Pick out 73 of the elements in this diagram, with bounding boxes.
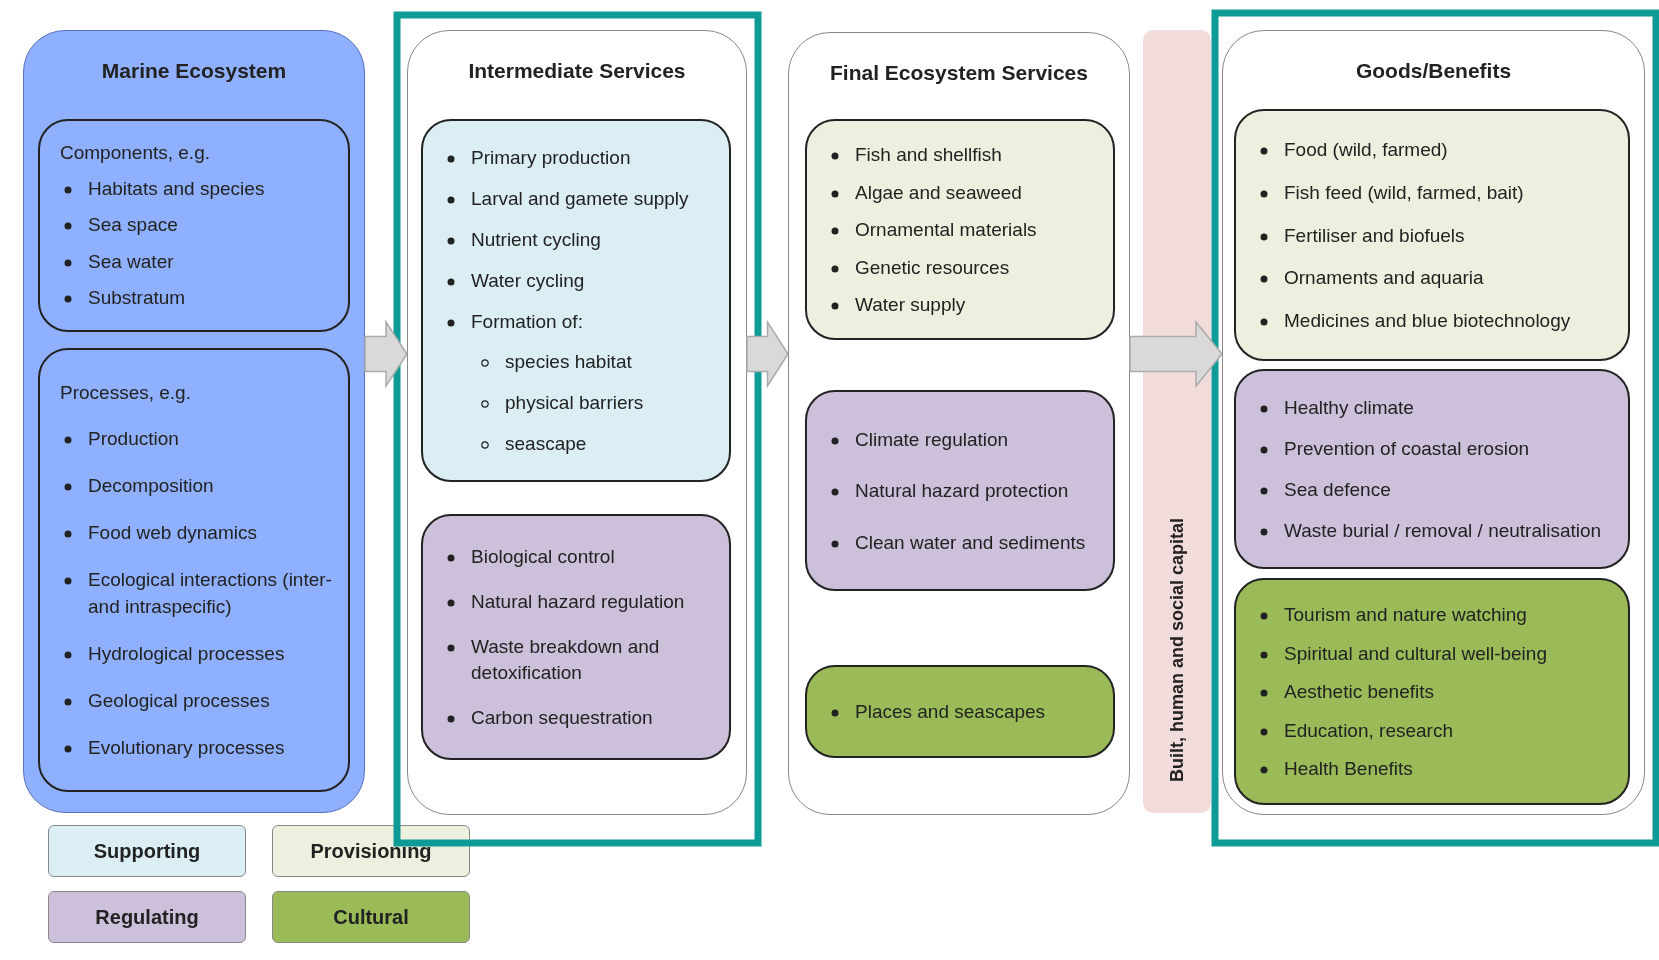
list-item: Waste burial / removal / neutralisation [1284,520,1602,542]
list-item: Climate regulation [855,428,1009,450]
column-heading: Final Ecosystem Services [830,61,1088,85]
list-item: Aesthetic benefits [1284,681,1434,703]
category-box [1234,109,1630,361]
category-box [1234,369,1630,569]
list-item: Biological control [471,546,615,568]
list-item: physical barriers [505,392,644,414]
category-box [805,119,1115,340]
list-item: Habitats and species [88,177,265,199]
list-item: Prevention of coastal erosion [1284,438,1530,460]
list-item: Algae and seaweed [855,181,1022,203]
list-item: Health Benefits [1284,758,1413,780]
list-item: Natural hazard protection [855,480,1069,502]
category-box [805,390,1115,591]
list-item: seascape [505,433,587,455]
list-item: Waste breakdown and detoxification [471,635,660,684]
list-item: Spiritual and cultural well-being [1284,642,1547,664]
list-item: Larval and gamete supply [471,188,689,210]
category-box [421,119,731,482]
list-item: Natural hazard regulation [471,591,685,612]
legend-swatch: Cultural [272,891,470,943]
block-arrow [746,319,789,389]
list-item: Water cycling [471,269,585,291]
column-panel [23,30,365,813]
list-item: Clean water and sediments [855,531,1086,553]
list-item: Fertiliser and biofuels [1284,224,1465,246]
category-box [38,348,350,792]
list-item: Education, research [1284,719,1453,741]
list-item: Evolutionary processes [88,736,285,758]
list-item: Decomposition [88,474,214,496]
list-item: Fish feed (wild, farmed, bait) [1284,181,1524,203]
list-item: Places and seascapes [855,701,1046,723]
vertical-band [1143,30,1211,813]
list-item: species habitat [505,351,632,373]
list-item: Geological processes [88,689,270,711]
list-heading: Processes, e.g. [59,380,191,405]
list-item: Food web dynamics [88,521,257,543]
list-item: Sea defence [1284,479,1391,501]
list-item: Water supply [855,294,966,316]
band-label: Built, human and social capital [1166,517,1188,783]
list-item: Ornamental materials [855,219,1037,241]
legend-swatch: Provisioning [272,825,470,877]
block-arrow [364,319,408,389]
list-item: Hydrological processes [88,642,285,664]
list-item: Nutrient cycling [471,228,601,250]
category-box [1234,578,1630,805]
list-item: Primary production [471,147,631,169]
legend-swatch: Supporting [48,825,246,877]
list-item: Fish and shellfish [855,144,1002,165]
list-item: Sea water [88,250,174,272]
column-heading: Goods/Benefits [1355,59,1512,83]
column-heading: Intermediate Services [468,59,686,83]
list-item: Formation of: [471,310,583,332]
category-box [421,514,731,760]
column-heading: Marine Ecosystem [101,59,287,83]
list-item: Healthy climate [1284,397,1414,419]
list-item: Substratum [88,287,186,309]
list-item: Production [88,427,179,449]
list-item: Ecological interactions (inter- and intraspecific) [88,568,332,617]
list-item: Genetic resources [855,256,1010,278]
list-item: Food (wild, farmed) [1284,139,1448,161]
list-item: Sea space [88,214,178,236]
category-box [38,119,350,332]
legend-swatch: Regulating [48,891,246,943]
column-panel [788,32,1130,815]
list-item: Ornaments and aquaria [1284,267,1484,289]
list-heading: Components, e.g. [59,141,210,165]
list-item: Carbon sequestration [471,707,653,729]
block-arrow [1129,319,1223,389]
category-box [805,665,1115,758]
list-item: Tourism and nature watching [1284,604,1527,625]
list-item: Medicines and blue biotechnology [1284,310,1571,332]
